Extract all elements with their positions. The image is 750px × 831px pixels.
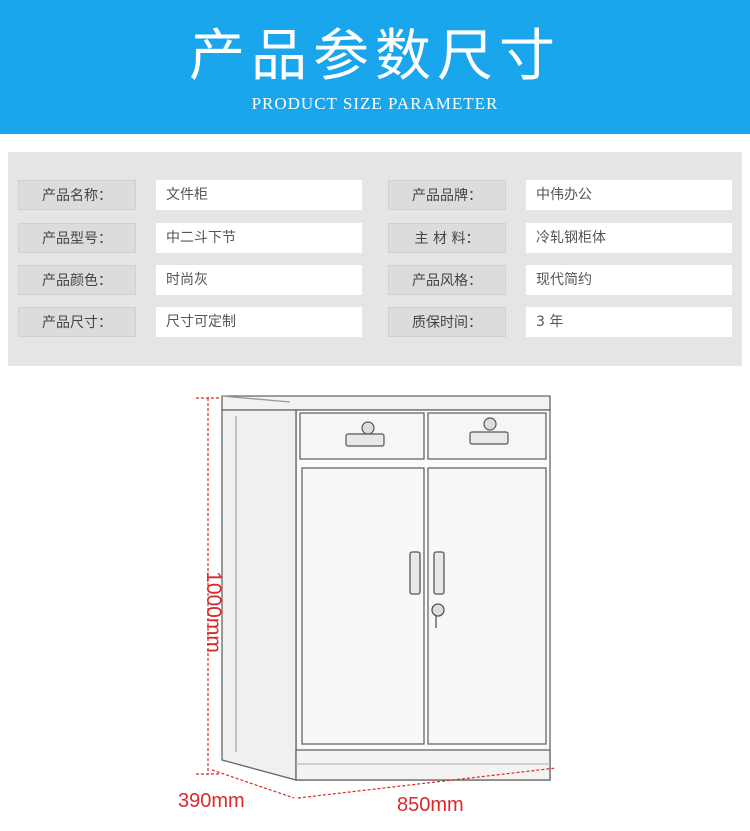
spec-value-material: 冷轧钢柜体 xyxy=(526,223,732,253)
spec-value-warranty: 3 年 xyxy=(526,307,732,337)
spec-value-model: 中二斗下节 xyxy=(156,223,362,253)
page-subtitle: PRODUCT SIZE PARAMETER xyxy=(251,94,499,113)
spec-panel: 产品名称： 文件柜 产品品牌： 中伟办公 产品型号： 中二斗下节 主 材 料： … xyxy=(8,152,742,366)
spec-label-style: 产品风格： xyxy=(388,265,506,295)
spec-label-size: 产品尺寸： xyxy=(18,307,136,337)
header-banner: 产品参数尺寸 PRODUCT SIZE PARAMETER xyxy=(0,0,750,134)
cabinet-drawing xyxy=(196,395,557,799)
spec-value-size: 尺寸可定制 xyxy=(156,307,362,337)
spec-label-name: 产品名称： xyxy=(18,180,136,210)
cabinet-body xyxy=(221,395,551,781)
drawer-handle-left xyxy=(345,421,385,447)
dimension-height: 1000mm xyxy=(202,571,225,653)
spec-label-warranty: 质保时间： xyxy=(388,307,506,337)
spec-value-style: 现代简约 xyxy=(526,265,732,295)
drawer-handle-right xyxy=(469,417,509,445)
spec-label-material: 主 材 料： xyxy=(388,223,506,253)
spec-label-brand: 产品品牌： xyxy=(388,180,506,210)
spec-label-color: 产品颜色： xyxy=(18,265,136,295)
dimension-lines xyxy=(196,397,557,799)
dimension-width: 850mm xyxy=(397,794,464,816)
dimension-depth: 390mm xyxy=(178,790,245,812)
spec-value-brand: 中伟办公 xyxy=(526,180,732,210)
spec-value-color: 时尚灰 xyxy=(156,265,362,295)
spec-value-name: 文件柜 xyxy=(156,180,362,210)
page-title: 产品参数尺寸 xyxy=(189,24,561,89)
spec-label-model: 产品型号： xyxy=(18,223,136,253)
door-handles xyxy=(409,551,445,628)
